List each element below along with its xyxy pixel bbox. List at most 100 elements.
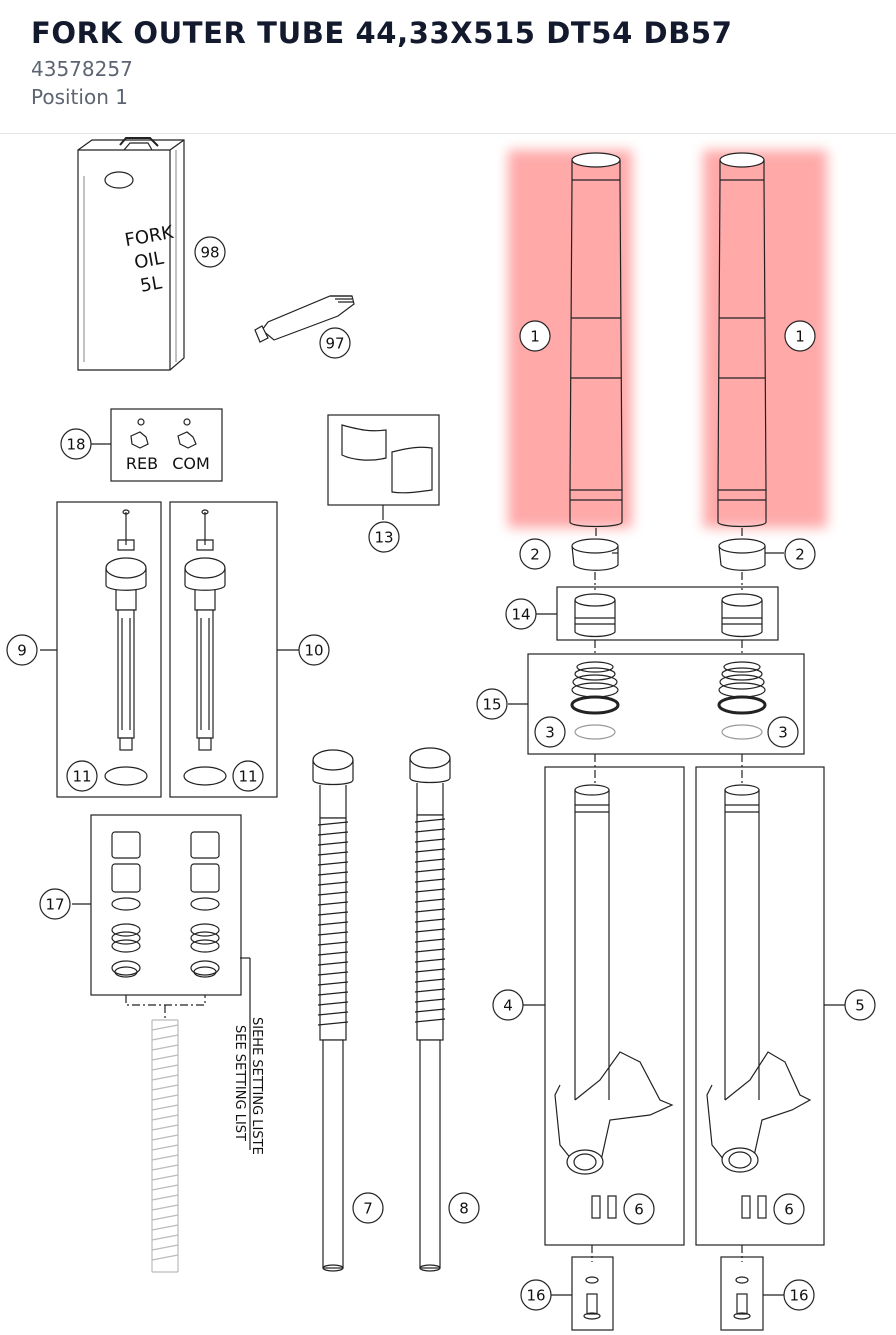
callout-16a[interactable]: 16 <box>520 1279 552 1311</box>
callout-number: 9 <box>17 642 27 660</box>
position-label: Position 1 <box>31 85 128 109</box>
callout-number: 97 <box>325 335 344 353</box>
callout-8[interactable]: 8 <box>448 1192 480 1224</box>
piston-kit-box <box>90 814 242 996</box>
cartridge-box-9 <box>56 501 162 798</box>
callout-number: 98 <box>200 244 219 262</box>
bushings <box>574 593 763 638</box>
callout-circle <box>368 521 400 553</box>
o-ring-11-left <box>104 766 148 786</box>
callout-circle <box>476 688 508 720</box>
setting-note-en: SEE SETTING LIST <box>232 1025 247 1141</box>
part-number: 43578257 <box>31 57 133 81</box>
callout-circle <box>520 1279 552 1311</box>
callout-circle <box>352 1192 384 1224</box>
com-label: COM <box>172 454 210 473</box>
callout-circle <box>784 538 816 570</box>
can-label-line3: 5L <box>139 272 164 296</box>
callout-10[interactable]: 10 <box>298 634 330 666</box>
inner-tube-right <box>706 784 812 1219</box>
callout-number: 16 <box>789 1287 808 1305</box>
callout-11a[interactable]: 11 <box>66 760 98 792</box>
dust-seal-right <box>718 538 766 571</box>
cartridge-right <box>184 509 226 751</box>
callout-15[interactable]: 15 <box>476 688 508 720</box>
callout-circle <box>232 760 264 792</box>
callout-circle <box>60 428 92 460</box>
callout-circle <box>784 320 816 352</box>
callout-98[interactable]: 98 <box>194 236 226 268</box>
callout-11b[interactable]: 11 <box>232 760 264 792</box>
callout-number: 1 <box>795 328 805 346</box>
callout-18[interactable]: 18 <box>60 428 92 460</box>
callout-number: 8 <box>459 1200 469 1218</box>
callout-5[interactable]: 5 <box>844 989 876 1021</box>
setting-note-de: SIEHE SETTING LISTE <box>249 1017 264 1155</box>
callout-6b[interactable]: 6 <box>773 1193 805 1225</box>
callout-circle <box>519 538 551 570</box>
grease-tube <box>254 295 355 343</box>
cartridge-8 <box>409 747 451 1272</box>
callout-7[interactable]: 7 <box>352 1192 384 1224</box>
callout-6a[interactable]: 6 <box>623 1193 655 1225</box>
callout-circle <box>492 989 524 1021</box>
o-ring-11-right <box>183 766 227 786</box>
callout-13[interactable]: 13 <box>368 521 400 553</box>
outer-tube-left[interactable] <box>569 152 623 528</box>
callout-97[interactable]: 97 <box>319 327 351 359</box>
dust-seal-left <box>571 538 619 571</box>
callout-number: 7 <box>363 1200 373 1218</box>
outer-tube-right[interactable] <box>717 152 767 528</box>
axle-screw-box-left <box>571 1256 614 1331</box>
axle-screw-box-right <box>720 1256 764 1331</box>
callout-4[interactable]: 4 <box>492 989 524 1021</box>
callout-number: 18 <box>66 436 85 454</box>
callout-number: 11 <box>238 768 257 786</box>
callout-number: 13 <box>374 529 393 547</box>
callout-number: 5 <box>855 997 865 1015</box>
callout-9[interactable]: 9 <box>6 634 38 666</box>
callout-3b[interactable]: 3 <box>767 716 799 748</box>
oil-seals <box>570 661 767 740</box>
callout-number: 3 <box>545 724 555 742</box>
callout-1b[interactable]: 1 <box>784 320 816 352</box>
page-title: FORK OUTER TUBE 44,33X515 DT54 DB57 <box>31 16 733 50</box>
adjuster-box <box>110 408 223 482</box>
callout-number: 4 <box>503 997 513 1015</box>
callout-number: 1 <box>530 328 540 346</box>
inner-tube-box-5 <box>695 766 825 1246</box>
callout-number: 14 <box>511 606 530 624</box>
piston-kit-parts <box>111 831 220 978</box>
callout-number: 16 <box>526 1287 545 1305</box>
callout-16b[interactable]: 16 <box>783 1279 815 1311</box>
callout-number: 6 <box>634 1201 644 1219</box>
callout-circle <box>534 716 566 748</box>
inner-tube-left <box>554 784 674 1219</box>
cartridge-box-10 <box>169 501 278 798</box>
callout-2b[interactable]: 2 <box>784 538 816 570</box>
callout-circle <box>6 634 38 666</box>
can-label-line2: OIL <box>133 248 166 274</box>
callout-number: 10 <box>304 642 323 660</box>
seal-kit-box <box>527 653 805 755</box>
fork-spring <box>151 1019 179 1273</box>
callout-number: 6 <box>784 1201 794 1219</box>
callout-2a[interactable]: 2 <box>519 538 551 570</box>
callout-circle <box>194 236 226 268</box>
callout-number: 17 <box>45 896 64 914</box>
callout-1a[interactable]: 1 <box>519 320 551 352</box>
callout-17[interactable]: 17 <box>39 888 71 920</box>
callout-circle <box>505 598 537 630</box>
callout-circle <box>783 1279 815 1311</box>
callout-14[interactable]: 14 <box>505 598 537 630</box>
callout-number: 2 <box>795 546 805 564</box>
callout-number: 2 <box>530 546 540 564</box>
callout-number: 3 <box>778 724 788 742</box>
callout-circle <box>298 634 330 666</box>
callout-circle <box>319 327 351 359</box>
inner-tube-box-4 <box>544 766 685 1246</box>
callout-circle <box>844 989 876 1021</box>
cartridge-left <box>105 509 147 751</box>
axle-screws <box>583 1276 751 1320</box>
callout-3a[interactable]: 3 <box>534 716 566 748</box>
